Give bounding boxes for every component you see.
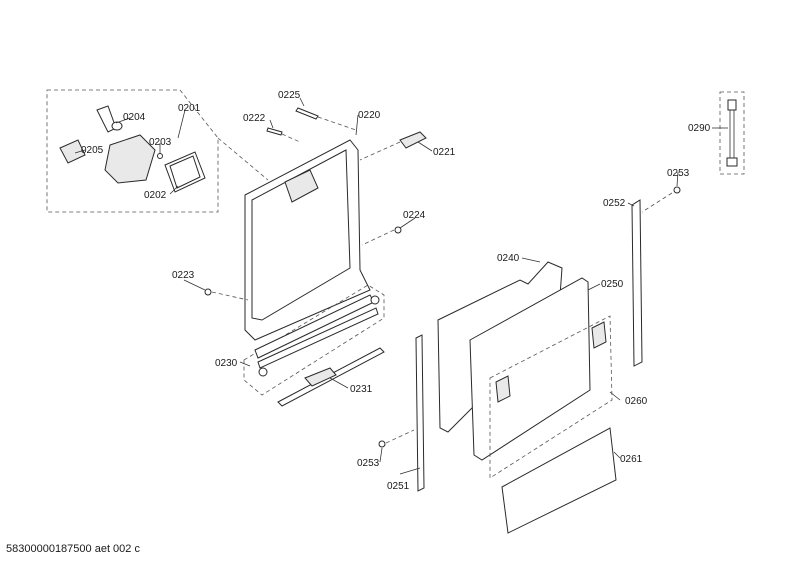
label-0223: 0223 [172, 270, 195, 281]
label-0205: 0205 [81, 145, 104, 156]
leader-lines [74, 97, 728, 475]
screw-0224[interactable] [394, 226, 402, 234]
part-0221[interactable] [399, 131, 427, 149]
part-0230[interactable] [243, 284, 385, 396]
label-0251: 0251 [387, 481, 410, 492]
screw-0253-lower[interactable] [378, 440, 386, 448]
label-0250: 0250 [601, 279, 624, 290]
part-0231[interactable] [277, 347, 385, 407]
document-code: 58300000187500 aet 002 c [6, 543, 140, 555]
label-0231: 0231 [350, 384, 373, 395]
label-0290: 0290 [688, 123, 711, 134]
inset-detail-0201 [46, 89, 269, 213]
screw-0222[interactable] [266, 127, 283, 136]
part-0203[interactable] [104, 134, 156, 184]
label-0224: 0224 [403, 210, 426, 221]
label-0230: 0230 [215, 358, 238, 369]
label-0221: 0221 [433, 147, 456, 158]
part-0252[interactable] [631, 199, 643, 367]
part-0251[interactable] [415, 334, 425, 492]
label-0225: 0225 [278, 90, 301, 101]
label-0261: 0261 [620, 454, 643, 465]
label-0222: 0222 [243, 113, 266, 124]
label-0252: 0252 [603, 198, 626, 209]
label-0220: 0220 [358, 110, 381, 121]
part-0260[interactable] [489, 315, 613, 479]
part-0220[interactable] [244, 139, 371, 341]
part-0205[interactable] [59, 139, 86, 164]
part-0250[interactable] [469, 277, 607, 461]
part-0261[interactable] [501, 427, 617, 534]
screw-0225[interactable] [295, 107, 319, 120]
label-0203: 0203 [149, 137, 172, 148]
label-0253-upper: 0253 [667, 168, 690, 179]
label-0201: 0201 [178, 103, 201, 114]
screw-0223[interactable] [204, 288, 212, 296]
label-0202: 0202 [144, 190, 167, 201]
screw-0253-upper[interactable] [673, 186, 681, 194]
label-0204: 0204 [123, 112, 146, 123]
label-0253-lower: 0253 [357, 458, 380, 469]
label-0260: 0260 [625, 396, 648, 407]
label-0240: 0240 [497, 253, 520, 264]
part-0290[interactable] [719, 91, 745, 175]
